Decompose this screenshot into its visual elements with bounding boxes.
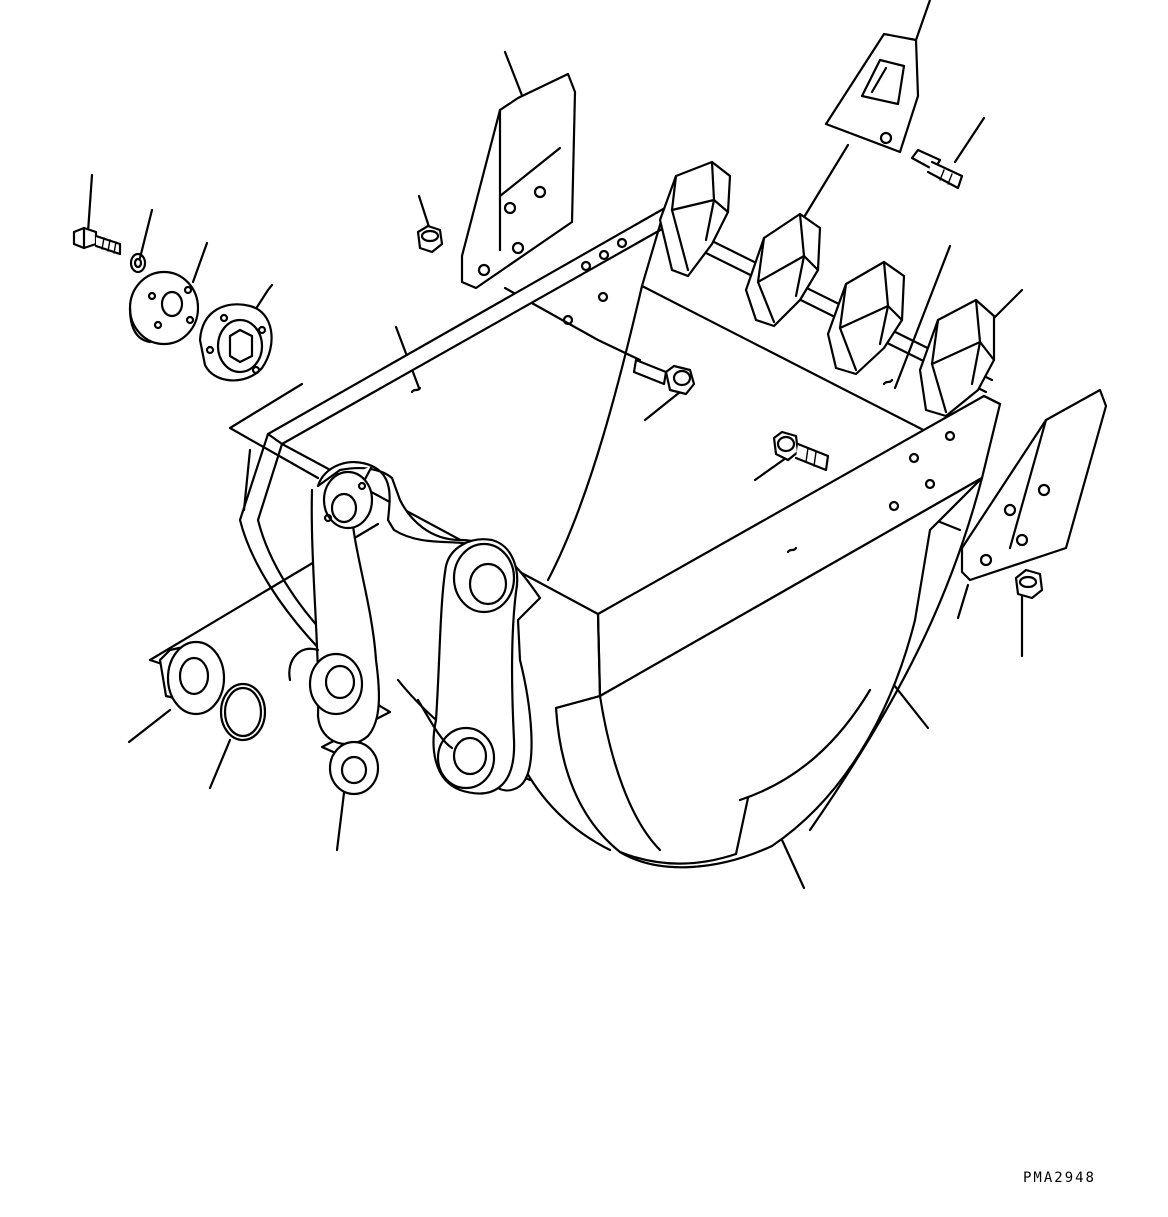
bucket-tooth-1-icon <box>658 160 732 278</box>
lock-washer-icon <box>129 252 147 274</box>
cutter-bolt-right-icon <box>772 430 830 472</box>
tooth-pin-icon <box>910 148 964 190</box>
bucket-tooth-3-icon <box>826 260 906 376</box>
side-cutter-right-icon <box>960 388 1108 582</box>
bucket-tooth-2-icon <box>744 212 822 328</box>
nut-right-icon <box>1014 568 1044 600</box>
bucket-body-icon <box>238 206 1002 869</box>
cutter-bolt-left-icon <box>632 358 696 396</box>
side-cutter-left-icon <box>460 72 577 290</box>
nut-left-icon <box>416 224 444 254</box>
side-bolt-icon <box>72 226 122 256</box>
drawing-code: PMA2948 <box>1022 1170 1096 1186</box>
bucket-tooth-4-icon <box>918 298 996 418</box>
shim-icon <box>328 740 380 796</box>
spacer-hub-icon <box>128 270 200 346</box>
tooth-point-exploded-icon <box>824 32 920 154</box>
bushing-icon <box>158 640 226 716</box>
o-ring-icon <box>219 682 267 742</box>
boss-hub-icon <box>198 303 273 382</box>
weld-symbols <box>410 378 894 554</box>
